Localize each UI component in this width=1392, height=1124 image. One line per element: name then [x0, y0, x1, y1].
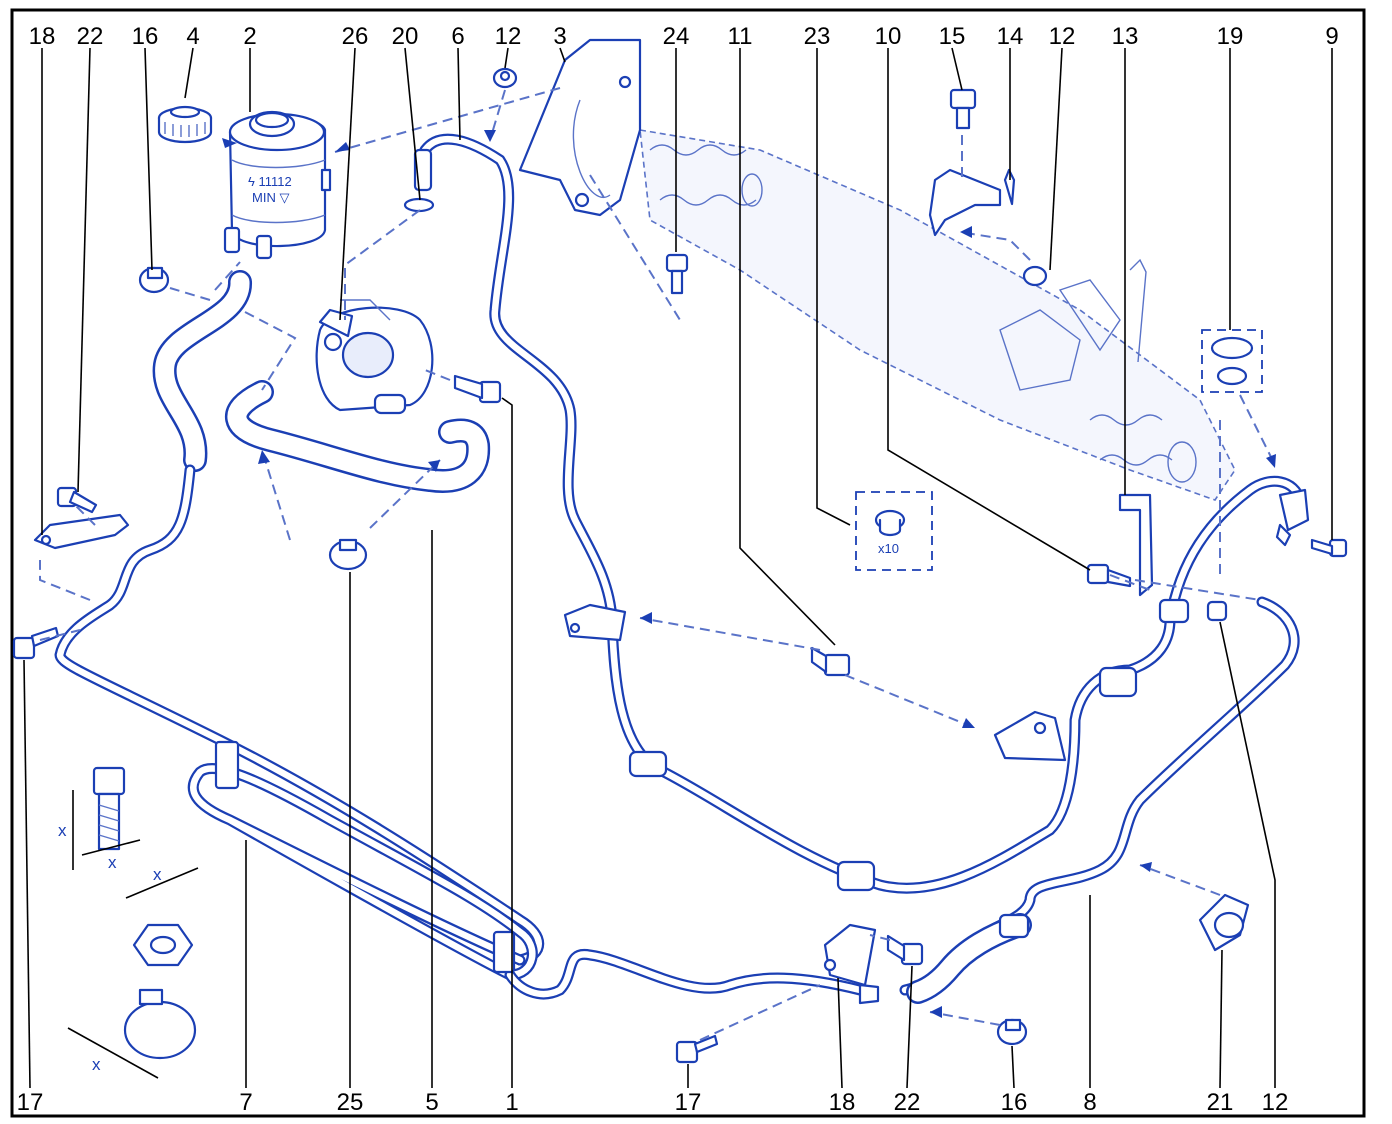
dimension-x-clamp-diameter: x — [92, 1055, 101, 1074]
callout-bottom-8: 8 — [1083, 1089, 1096, 1116]
fluid-reservoir[interactable]: ϟ 11112 MIN ▽ — [223, 110, 332, 260]
callouts-top: 18 22 16 4 2 26 20 6 12 3 24 11 23 10 15… — [29, 23, 1339, 50]
cooler-loop-7[interactable] — [187, 740, 866, 1000]
hose-clamp-16-bottom[interactable] — [996, 1018, 1028, 1046]
callout-top-10: 10 — [875, 23, 902, 50]
bracket-18-left[interactable] — [33, 513, 130, 550]
bracket-14[interactable] — [928, 168, 1016, 237]
callout-top-19: 19 — [1217, 23, 1244, 50]
bracket-pipe-mount[interactable] — [563, 603, 1067, 762]
callout-bottom-1: 1 — [505, 1089, 518, 1116]
callout-top-2: 2 — [243, 23, 256, 50]
nut-12-line[interactable] — [1206, 600, 1228, 622]
clip-21[interactable] — [1198, 893, 1250, 952]
callout-top-12b: 12 — [1049, 23, 1076, 50]
bolt-17-left[interactable] — [12, 626, 60, 660]
fitting-20[interactable] — [403, 197, 435, 213]
union-pipe-9-fitting[interactable] — [1275, 488, 1310, 547]
callout-top-13: 13 — [1112, 23, 1139, 50]
callout-top-6: 6 — [451, 23, 464, 50]
fastener-kit-23[interactable]: x10 — [855, 491, 933, 571]
callout-leader-lines — [23, 47, 1333, 1089]
bolt-9[interactable] — [1310, 538, 1348, 558]
callout-top-24: 24 — [663, 23, 690, 50]
callout-top-3: 3 — [553, 23, 566, 50]
bracket-3[interactable] — [518, 38, 642, 217]
bolt-22-bottom[interactable] — [886, 934, 924, 966]
dimension-reference-inset: x x x x — [58, 766, 199, 1079]
power-steering-pump[interactable] — [315, 299, 434, 415]
bolt-15[interactable] — [949, 88, 977, 130]
bolt-11[interactable] — [810, 646, 851, 677]
callout-top-12a: 12 — [495, 23, 522, 50]
callout-top-18: 18 — [29, 23, 56, 50]
callout-top-11: 11 — [728, 23, 753, 50]
reservoir-marking-2: MIN ▽ — [252, 190, 289, 205]
callout-top-16: 16 — [132, 23, 159, 50]
return-line-8[interactable] — [858, 596, 1300, 1005]
return-hose[interactable] — [54, 270, 545, 966]
callout-top-22: 22 — [77, 23, 104, 50]
nut-12-top[interactable] — [492, 67, 518, 89]
reservoir-cap[interactable] — [157, 105, 213, 144]
nut-12-bracket[interactable] — [1022, 265, 1048, 287]
callout-bottom-18: 18 — [829, 1089, 856, 1116]
callouts-bottom: 17 7 25 5 1 17 18 22 16 8 21 12 — [17, 1089, 1289, 1116]
assembly-guide-lines — [39, 87, 1276, 1041]
dimension-x-bolt-length: x — [58, 821, 67, 840]
bolt-10[interactable] — [1086, 563, 1132, 588]
callout-top-4: 4 — [186, 23, 199, 50]
fastener-kit-quantity: x10 — [878, 541, 899, 556]
diagram-frame — [10, 8, 1366, 1118]
callout-bottom-22: 22 — [894, 1089, 921, 1116]
callout-bottom-17a: 17 — [17, 1089, 44, 1116]
callout-top-20: 20 — [392, 23, 419, 50]
bolt-22-left[interactable] — [56, 486, 98, 514]
seal-kit-19[interactable] — [1201, 329, 1263, 393]
bracket-18-bottom[interactable] — [823, 923, 877, 987]
reservoir-marking-1: ϟ 11112 — [248, 174, 292, 189]
hose-clamp-16-top[interactable] — [138, 266, 170, 294]
callout-top-9: 9 — [1325, 23, 1338, 50]
callout-bottom-16: 16 — [1001, 1089, 1028, 1116]
callout-top-26: 26 — [342, 23, 369, 50]
callout-bottom-5: 5 — [425, 1089, 438, 1116]
callout-bottom-21: 21 — [1207, 1089, 1234, 1116]
pump-supply-hose-5[interactable] — [225, 380, 491, 493]
dimension-x-nut-width: x — [153, 865, 162, 884]
callout-top-15: 15 — [939, 23, 966, 50]
callout-top-14: 14 — [997, 23, 1024, 50]
bracket-13[interactable] — [1118, 493, 1154, 597]
hose-clamp-25[interactable] — [328, 538, 368, 571]
callout-bottom-7: 7 — [239, 1089, 252, 1116]
pressure-line-6[interactable] — [413, 133, 1306, 894]
callout-bottom-12: 12 — [1262, 1089, 1289, 1116]
callout-bottom-17b: 17 — [675, 1089, 702, 1116]
bolt-17-bottom[interactable] — [675, 1034, 719, 1064]
bolt-1[interactable] — [453, 374, 502, 404]
callout-top-23: 23 — [804, 23, 831, 50]
callout-bottom-25: 25 — [337, 1089, 364, 1116]
bolt-24[interactable] — [665, 253, 689, 295]
dimension-x-bolt-diameter: x — [108, 853, 117, 872]
